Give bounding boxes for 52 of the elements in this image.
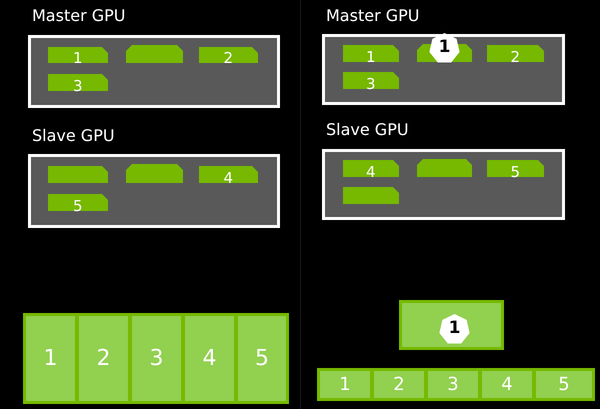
data-cell	[76, 313, 131, 404]
memory-block	[487, 45, 544, 62]
heptagon-badge: 1	[439, 313, 470, 344]
gpu-title: Master GPU	[326, 5, 420, 27]
cell-number: 1	[44, 346, 58, 371]
memory-block	[343, 72, 399, 89]
memory-block	[48, 47, 108, 63]
memory-block	[343, 187, 399, 204]
block-number: 5	[510, 162, 520, 180]
block-number: 1	[73, 49, 83, 67]
result-box	[399, 300, 504, 350]
data-cell	[317, 368, 373, 401]
memory-block	[126, 45, 183, 63]
block-number: 4	[366, 162, 376, 180]
gpu-title: Slave GPU	[326, 119, 409, 141]
memory-block	[343, 160, 399, 177]
cell-number: 4	[202, 346, 216, 371]
data-cell	[479, 368, 535, 401]
block-number: 5	[73, 196, 83, 214]
data-cell	[182, 313, 237, 404]
data-cell	[23, 313, 78, 404]
memory-block	[126, 164, 183, 183]
block-number: 1	[366, 48, 376, 66]
data-cell	[371, 368, 427, 401]
cell-number: 3	[150, 346, 164, 371]
cell-number: 2	[393, 374, 405, 395]
block-number: 3	[73, 76, 83, 94]
gpu-title: Slave GPU	[32, 125, 115, 147]
gpu-title: Master GPU	[32, 5, 126, 27]
memory-block	[343, 45, 399, 62]
data-cell	[425, 368, 481, 401]
data-cell	[235, 313, 289, 404]
data-cell	[533, 368, 595, 401]
cell-number: 5	[255, 346, 269, 371]
memory-block	[417, 159, 472, 177]
cell-number: 4	[501, 374, 513, 395]
memory-block	[487, 160, 544, 177]
cell-number: 3	[447, 374, 459, 395]
data-cell	[129, 313, 184, 404]
block-number: 2	[510, 48, 520, 66]
cell-number: 1	[339, 374, 351, 395]
block-number: 2	[224, 49, 234, 67]
memory-block	[199, 47, 258, 63]
cell-number: 5	[558, 374, 570, 395]
memory-block	[199, 166, 258, 183]
block-number: 3	[366, 74, 376, 92]
memory-block	[48, 194, 108, 211]
block-number: 4	[224, 168, 234, 186]
memory-block	[48, 74, 108, 91]
heptagon-badge: 1	[429, 32, 460, 63]
cell-number: 2	[96, 346, 110, 371]
memory-block	[48, 166, 108, 183]
